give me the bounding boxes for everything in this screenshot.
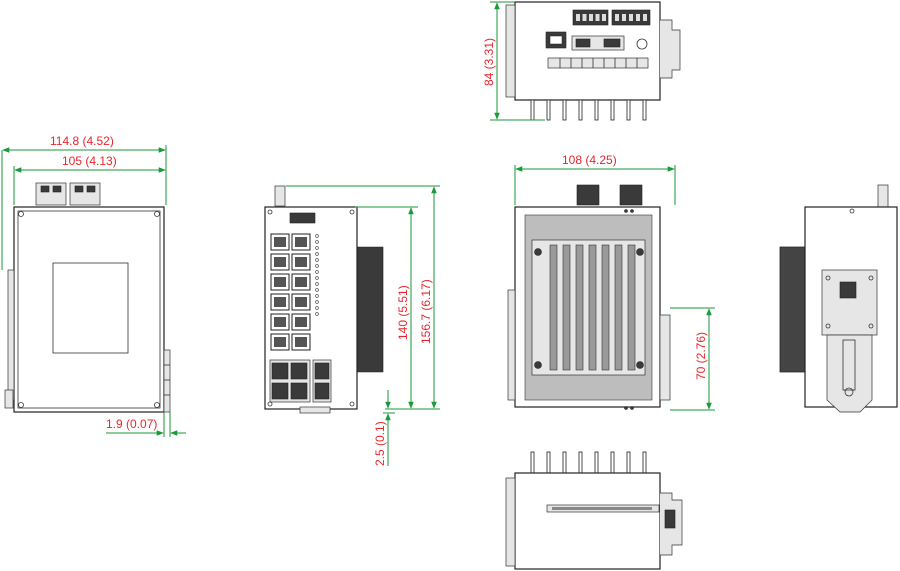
heatsink-fin	[614, 244, 623, 371]
heatsink-fin	[546, 99, 551, 121]
left-side-view	[4, 182, 171, 413]
heatsink-fin	[575, 244, 584, 371]
terminal-pin	[582, 14, 587, 21]
status-led	[315, 288, 319, 292]
dim-label-70: 70 (2.76)	[694, 332, 708, 380]
terminal-pins	[576, 14, 647, 21]
terminal-pin	[615, 14, 619, 21]
heatsink-fin	[626, 99, 631, 121]
status-led	[315, 264, 319, 268]
heatsink-fin	[610, 99, 615, 121]
bottom-view	[505, 451, 683, 570]
rj45-port-socket	[274, 297, 286, 307]
rj45-port-grid	[270, 233, 311, 351]
heatsink-fin	[578, 451, 583, 474]
rj45-port-socket	[295, 237, 307, 247]
top-view	[505, 1, 681, 121]
status-led	[315, 258, 319, 262]
dimension-2-5: 2.5 (0.1)	[373, 390, 395, 466]
vent-strip	[559, 58, 638, 68]
terminal-pin	[595, 14, 600, 21]
heatsink-fin	[627, 244, 636, 371]
status-led	[315, 252, 319, 256]
heatsink-fin	[562, 99, 567, 121]
heatsink-fin	[546, 451, 551, 474]
heatsink-fin	[530, 99, 535, 121]
heatsink-fin	[601, 244, 610, 371]
status-led	[315, 282, 319, 286]
dim-label-105: 105 (4.13)	[62, 154, 117, 168]
status-led	[315, 270, 319, 274]
heatsink-fin	[626, 451, 631, 474]
terminal-pin	[589, 14, 593, 21]
heatsink-fin	[594, 99, 599, 121]
dimension-1-9: 1.9 (0.07)	[106, 412, 186, 437]
rj45-port-socket	[295, 337, 307, 347]
heatsink-fins-top	[530, 99, 647, 121]
rj45-port-socket	[274, 237, 286, 247]
heatsink-fin	[562, 451, 567, 474]
rj45-port-socket	[274, 317, 286, 327]
dimension-84: 84 (3.31)	[482, 1, 545, 121]
rj45-port-socket	[295, 317, 307, 327]
terminal-pin	[636, 14, 640, 21]
heatsink-fin	[642, 99, 647, 121]
status-led	[315, 300, 319, 304]
dimension-105: 105 (4.13)	[13, 154, 167, 205]
rear-view	[507, 184, 671, 410]
dim-label-108: 108 (4.25)	[562, 153, 617, 167]
rj45-port-socket	[295, 277, 307, 287]
rj45-port-socket	[274, 257, 286, 267]
rj45-port-socket	[274, 337, 286, 347]
dim-label-84: 84 (3.31)	[482, 38, 496, 86]
heatsink-fin	[588, 244, 597, 371]
dimension-156-7: 156.7 (6.17)	[286, 185, 440, 410]
rj45-port-socket	[295, 257, 307, 267]
led-column	[315, 234, 319, 316]
status-led	[315, 246, 319, 250]
heatsink-fin	[610, 451, 615, 474]
status-led	[315, 312, 319, 316]
right-side-view	[779, 184, 898, 413]
dimension-140: 140 (5.51)	[355, 206, 418, 410]
status-led	[315, 276, 319, 280]
heatsink-fin	[530, 451, 535, 474]
heatsink-fin	[642, 451, 647, 474]
status-led	[315, 306, 319, 310]
rj45-port-socket	[295, 297, 307, 307]
terminal-pin	[629, 14, 633, 21]
terminal-pin	[576, 14, 580, 21]
heatsink-fin	[594, 451, 599, 474]
heatsink-fins-rear	[549, 244, 636, 371]
dim-label-114-8: 114.8 (4.52)	[50, 134, 114, 148]
terminal-pin	[622, 14, 626, 21]
heatsink-fins-bottom	[530, 451, 647, 474]
dim-label-1-9: 1.9 (0.07)	[106, 417, 157, 431]
rj45-port-socket	[274, 277, 286, 287]
dim-label-2-5: 2.5 (0.1)	[373, 421, 387, 466]
dimension-108: 108 (4.25)	[514, 153, 676, 205]
status-led	[315, 294, 319, 298]
heatsink-fin	[549, 244, 558, 371]
heatsink-fin	[578, 99, 583, 121]
front-view	[264, 185, 384, 414]
dim-label-140: 140 (5.51)	[396, 285, 410, 340]
terminal-pin	[602, 14, 606, 21]
heatsink-fin	[562, 244, 571, 371]
terminal-pin	[643, 14, 647, 21]
status-led	[315, 234, 319, 238]
dimension-70: 70 (2.76)	[670, 307, 715, 411]
status-led	[315, 240, 319, 244]
dim-label-156-7: 156.7 (6.17)	[419, 279, 433, 344]
